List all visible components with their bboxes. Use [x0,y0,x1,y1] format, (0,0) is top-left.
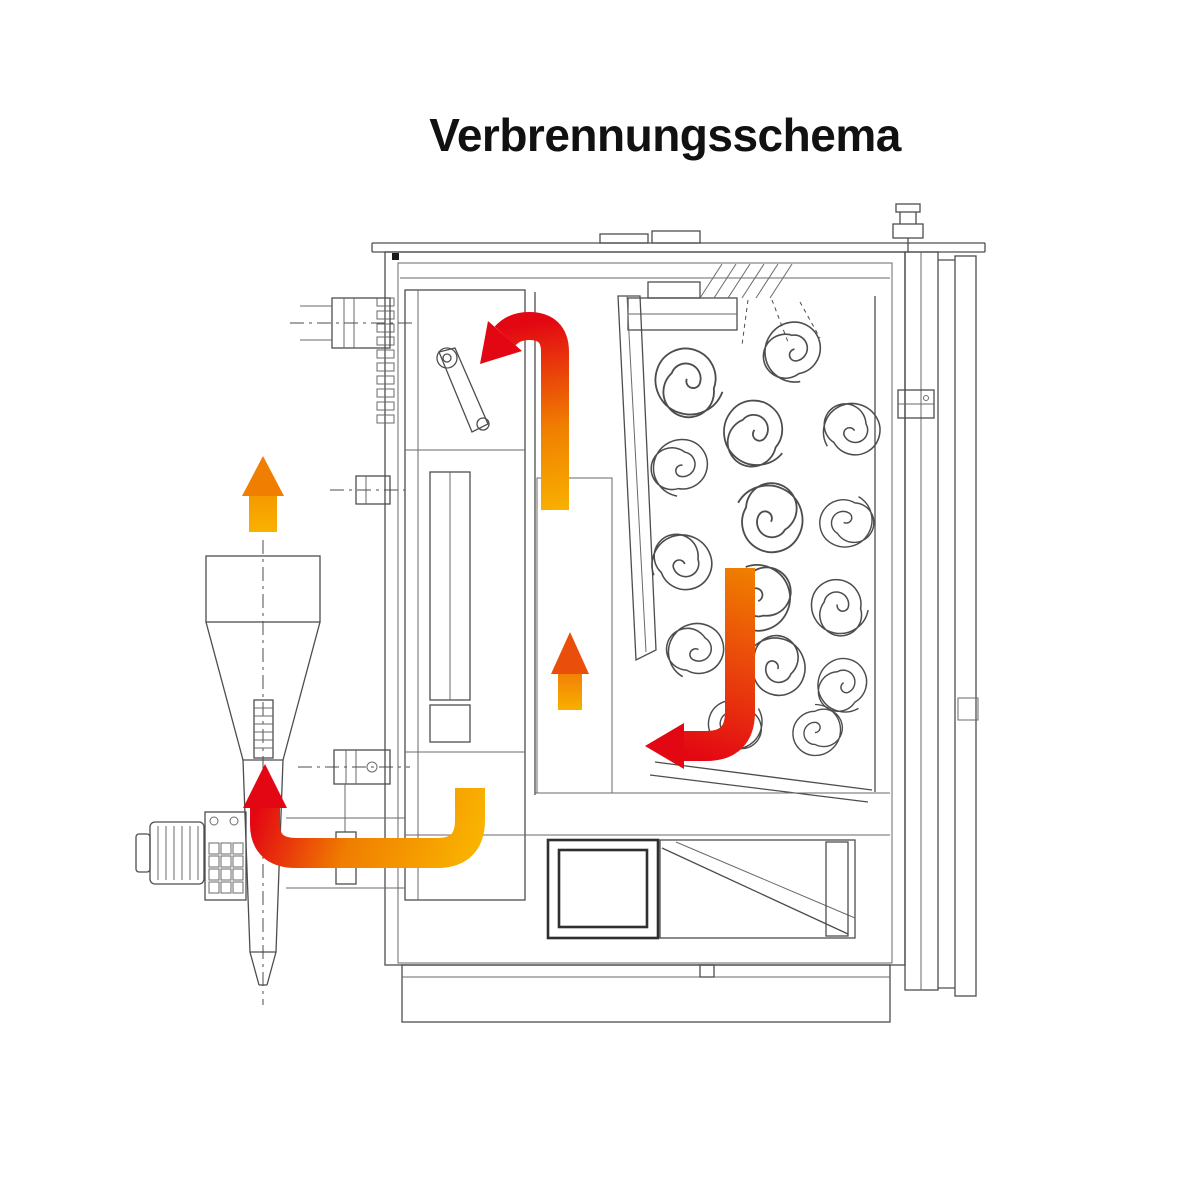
wall-rib-strip [376,297,395,424]
return-flow-arrow [243,764,485,868]
flue-gas-riser-arrow [480,311,569,510]
pipe-fittings-left [290,297,415,885]
heat-exchanger-coil [646,433,713,502]
heat-exchanger-coil [722,469,818,565]
middle-flue-column [534,292,657,795]
coil-chamber [535,296,890,803]
heat-exchanger-coil [805,649,880,724]
combustion-gas-down-arrow [645,568,755,769]
exhaust-outlet-arrow [242,456,284,532]
feed-unit [204,811,247,901]
heat-exchanger-coil [655,611,734,690]
diagram-title: Verbrennungsschema [429,109,901,161]
ash-chute [659,839,856,939]
heat-exchanger-coil [757,317,827,388]
heat-exchanger-coil [708,387,802,482]
ash-box [546,838,660,940]
top-mechanism [400,263,890,346]
flow-arrows [242,311,755,868]
secondary-flow-arrow [551,632,589,710]
heat-exchanger-coil [642,523,720,601]
cyclone-separator [205,540,405,1005]
feed-unit-grid [208,842,244,894]
heat-exchanger-coil [644,339,734,428]
heat-exchanger-coils [642,317,890,762]
cleaning-lever [436,347,490,433]
right-side-panels [892,203,979,997]
heat-exchanger-coil [811,390,890,469]
base-plinth [401,964,891,1023]
left-heat-exchanger-column [376,289,526,901]
ash-and-burner-area [405,834,890,940]
heat-exchanger-coil [792,703,844,757]
heat-exchanger-coil [810,484,885,559]
feed-motor [135,821,205,885]
heat-exchanger-coil [805,574,874,641]
